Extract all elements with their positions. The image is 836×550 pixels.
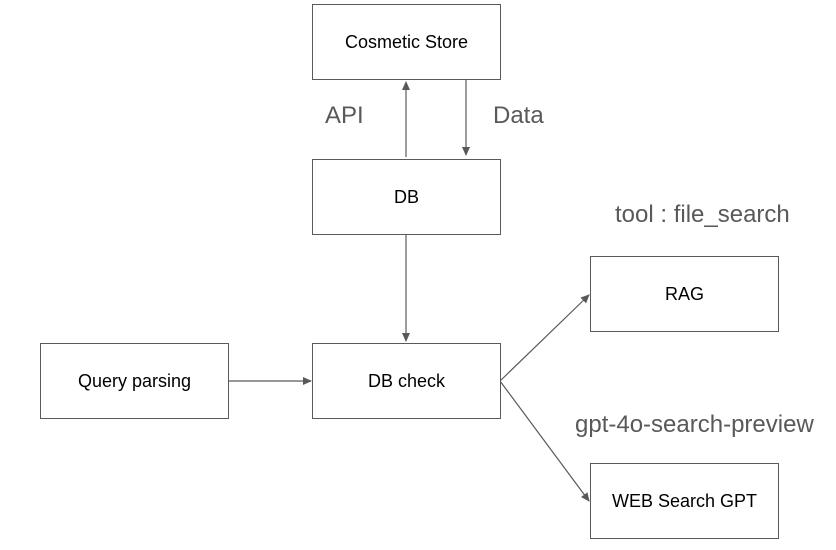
query-parsing-node: Query parsing — [40, 343, 229, 419]
rag-tool-label: tool : file_search — [615, 201, 790, 228]
db-check-node: DB check — [312, 343, 501, 419]
rag-label: RAG — [664, 283, 704, 304]
cosmetic-store-node: Cosmetic Store — [312, 4, 501, 80]
cosmetic-store-label: Cosmetic Store — [344, 31, 469, 52]
db-node: DB — [312, 159, 501, 235]
web-search-gpt-node: WEB Search GPT — [590, 463, 779, 539]
db-label: DB — [393, 186, 419, 207]
rag-node: RAG — [590, 256, 779, 332]
db-check-label: DB check — [367, 370, 446, 391]
arrow-db-check-to-web-search-gpt — [499, 380, 590, 502]
data-edge-label: Data — [493, 102, 544, 129]
query-parsing-label: Query parsing — [77, 370, 192, 391]
web-model-label: gpt-4o-search-preview — [575, 411, 814, 438]
api-edge-label: API — [325, 102, 364, 129]
arrow-db-check-to-rag — [499, 294, 590, 382]
web-search-gpt-label: WEB Search GPT — [611, 490, 758, 511]
